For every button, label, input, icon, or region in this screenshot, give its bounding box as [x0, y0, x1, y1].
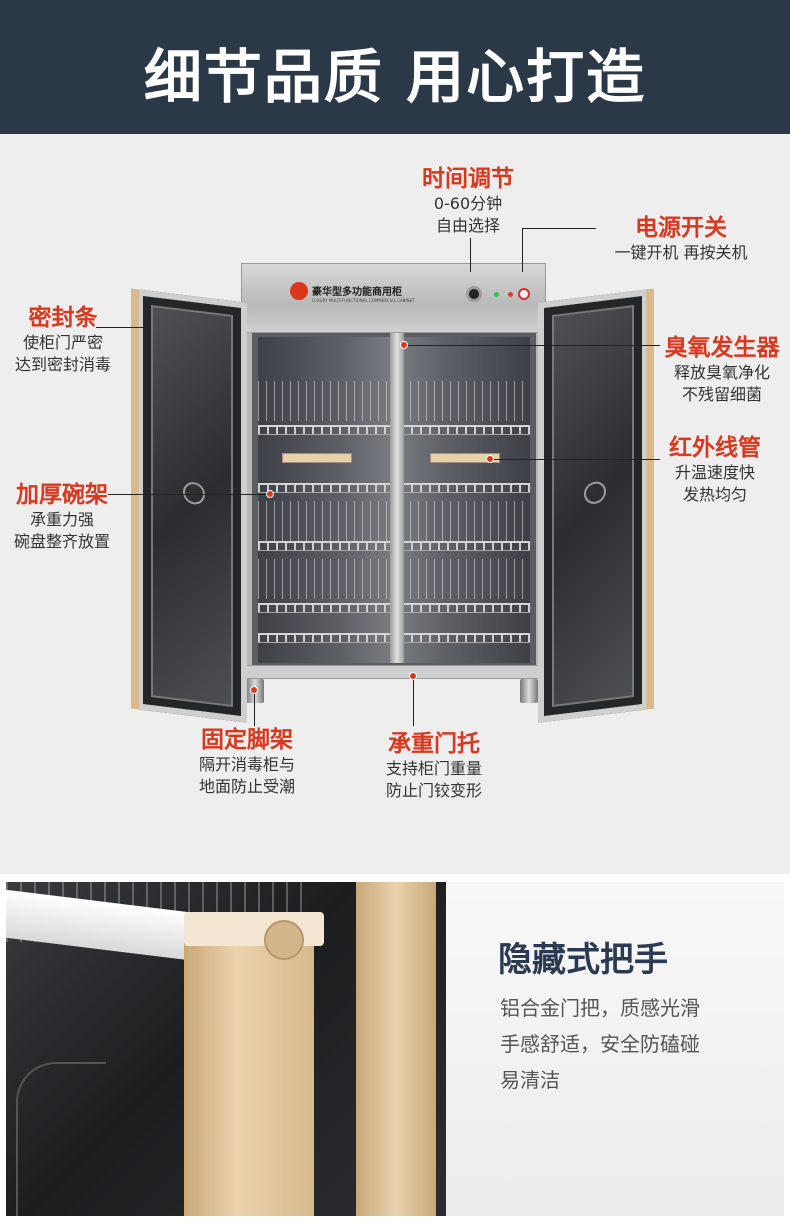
callout-line-power	[522, 228, 596, 229]
cabinet-interior	[246, 333, 542, 673]
cabinet-name: 豪华型多功能商用柜	[312, 287, 402, 298]
callout-title: 承重门托	[388, 731, 480, 757]
infrared-tube-left	[282, 453, 352, 463]
callout-title: 臭氧发生器	[664, 335, 780, 361]
seal-strip	[646, 288, 654, 710]
timer-knob-icon	[466, 286, 482, 302]
seal-strip	[131, 288, 139, 710]
callout-desc: 达到密封消毒	[14, 355, 111, 374]
callout-title: 密封条	[28, 305, 98, 331]
callout-title: 加厚碗架	[16, 482, 108, 508]
callout-line-feet	[254, 690, 255, 726]
left-door	[131, 288, 247, 723]
callout-line-infrared	[490, 459, 660, 460]
photo-handle-bar	[184, 920, 314, 1216]
right-door	[538, 288, 654, 723]
callout-desc: 发热均匀	[682, 485, 747, 504]
callout-desc: 支持柜门重量	[385, 759, 482, 778]
cabinet-foot	[520, 679, 538, 703]
callout-dot-ozone	[400, 341, 408, 349]
handle-closeup-photo	[6, 882, 446, 1216]
callout-desc: 碗盘整齐放置	[13, 532, 110, 551]
header-banner: 细节品质 用心打造	[0, 0, 790, 134]
callout-timer: 时间调节 0-60分钟 自由选择	[398, 165, 538, 237]
center-divider	[390, 333, 404, 663]
callout-ozone: 臭氧发生器 释放臭氧净化 不残留细菌	[660, 334, 784, 406]
callout-line-power	[522, 228, 523, 272]
handle-desc-line: 手感舒适，安全防磕碰	[500, 1032, 700, 1056]
callout-desc: 承重力强	[29, 510, 94, 529]
handle-description-panel: 隐藏式把手 铝合金门把，质感光滑 手感舒适，安全防磕碰 易清洁	[446, 882, 784, 1216]
callout-door-support: 承重门托 支持柜门重量 防止门铰变形	[364, 730, 504, 802]
callout-desc: 一键开机 再按关机	[614, 243, 748, 262]
callout-title: 固定脚架	[201, 727, 293, 753]
callout-dot-rack	[266, 490, 274, 498]
photo-glass-edge	[16, 1062, 106, 1216]
callout-desc: 0-60分钟	[433, 194, 503, 213]
handle-desc-line: 易清洁	[500, 1068, 560, 1092]
callout-desc: 释放臭氧净化	[673, 363, 770, 382]
cabinet-base	[246, 665, 542, 679]
door-glass	[151, 304, 233, 708]
door-glass	[552, 304, 634, 708]
callout-dot-feet	[250, 686, 258, 694]
power-button-icon	[518, 288, 530, 300]
photo-door-edge	[356, 882, 436, 1216]
photo-handle-notch	[264, 920, 304, 960]
indicator-light-red	[508, 292, 513, 297]
callout-seal: 密封条 使柜门严密 达到密封消毒	[6, 304, 120, 376]
callout-power: 电源开关 一键开机 再按关机	[596, 214, 766, 264]
control-panel: 豪华型多功能商用柜 LUXURY MULTI-FUNCTIONAL COMMER…	[241, 263, 546, 333]
callout-dot-door-support	[409, 672, 417, 680]
infrared-tube-right	[430, 453, 500, 463]
callout-rack: 加厚碗架 承重力强 碗盘整齐放置	[4, 481, 120, 553]
callout-desc: 隔开消毒柜与	[198, 755, 295, 774]
cabinet-subtitle: LUXURY MULTI-FUNCTIONAL COMMERCIAL CABIN…	[312, 298, 415, 303]
callout-infrared: 红外线管 升温速度快 发热均匀	[660, 434, 770, 506]
handle-desc-line: 铝合金门把，质感光滑	[500, 996, 700, 1020]
callout-desc: 防止门铰变形	[385, 781, 482, 800]
callout-title: 电源开关	[635, 215, 727, 241]
brand-logo-icon	[290, 282, 308, 300]
handle-title: 隐藏式把手	[498, 940, 668, 980]
callout-desc: 不残留细菌	[681, 385, 762, 404]
callout-line-door-support	[413, 676, 414, 726]
callout-line-seal	[96, 327, 146, 328]
callout-title: 时间调节	[422, 166, 514, 192]
callout-line-ozone	[404, 345, 660, 346]
callout-dot-infrared	[486, 455, 494, 463]
callout-desc: 升温速度快	[674, 463, 755, 482]
callout-title: 红外线管	[669, 435, 761, 461]
callout-line-rack	[108, 494, 270, 495]
callout-line-timer	[470, 238, 471, 272]
callout-feet: 固定脚架 隔开消毒柜与 地面防止受潮	[176, 726, 318, 798]
page-title: 细节品质 用心打造	[143, 43, 647, 111]
callout-desc: 地面防止受潮	[198, 777, 295, 796]
callout-desc: 自由选择	[435, 216, 500, 235]
callout-desc: 使柜门严密	[22, 333, 103, 352]
indicator-light-green	[494, 292, 499, 297]
